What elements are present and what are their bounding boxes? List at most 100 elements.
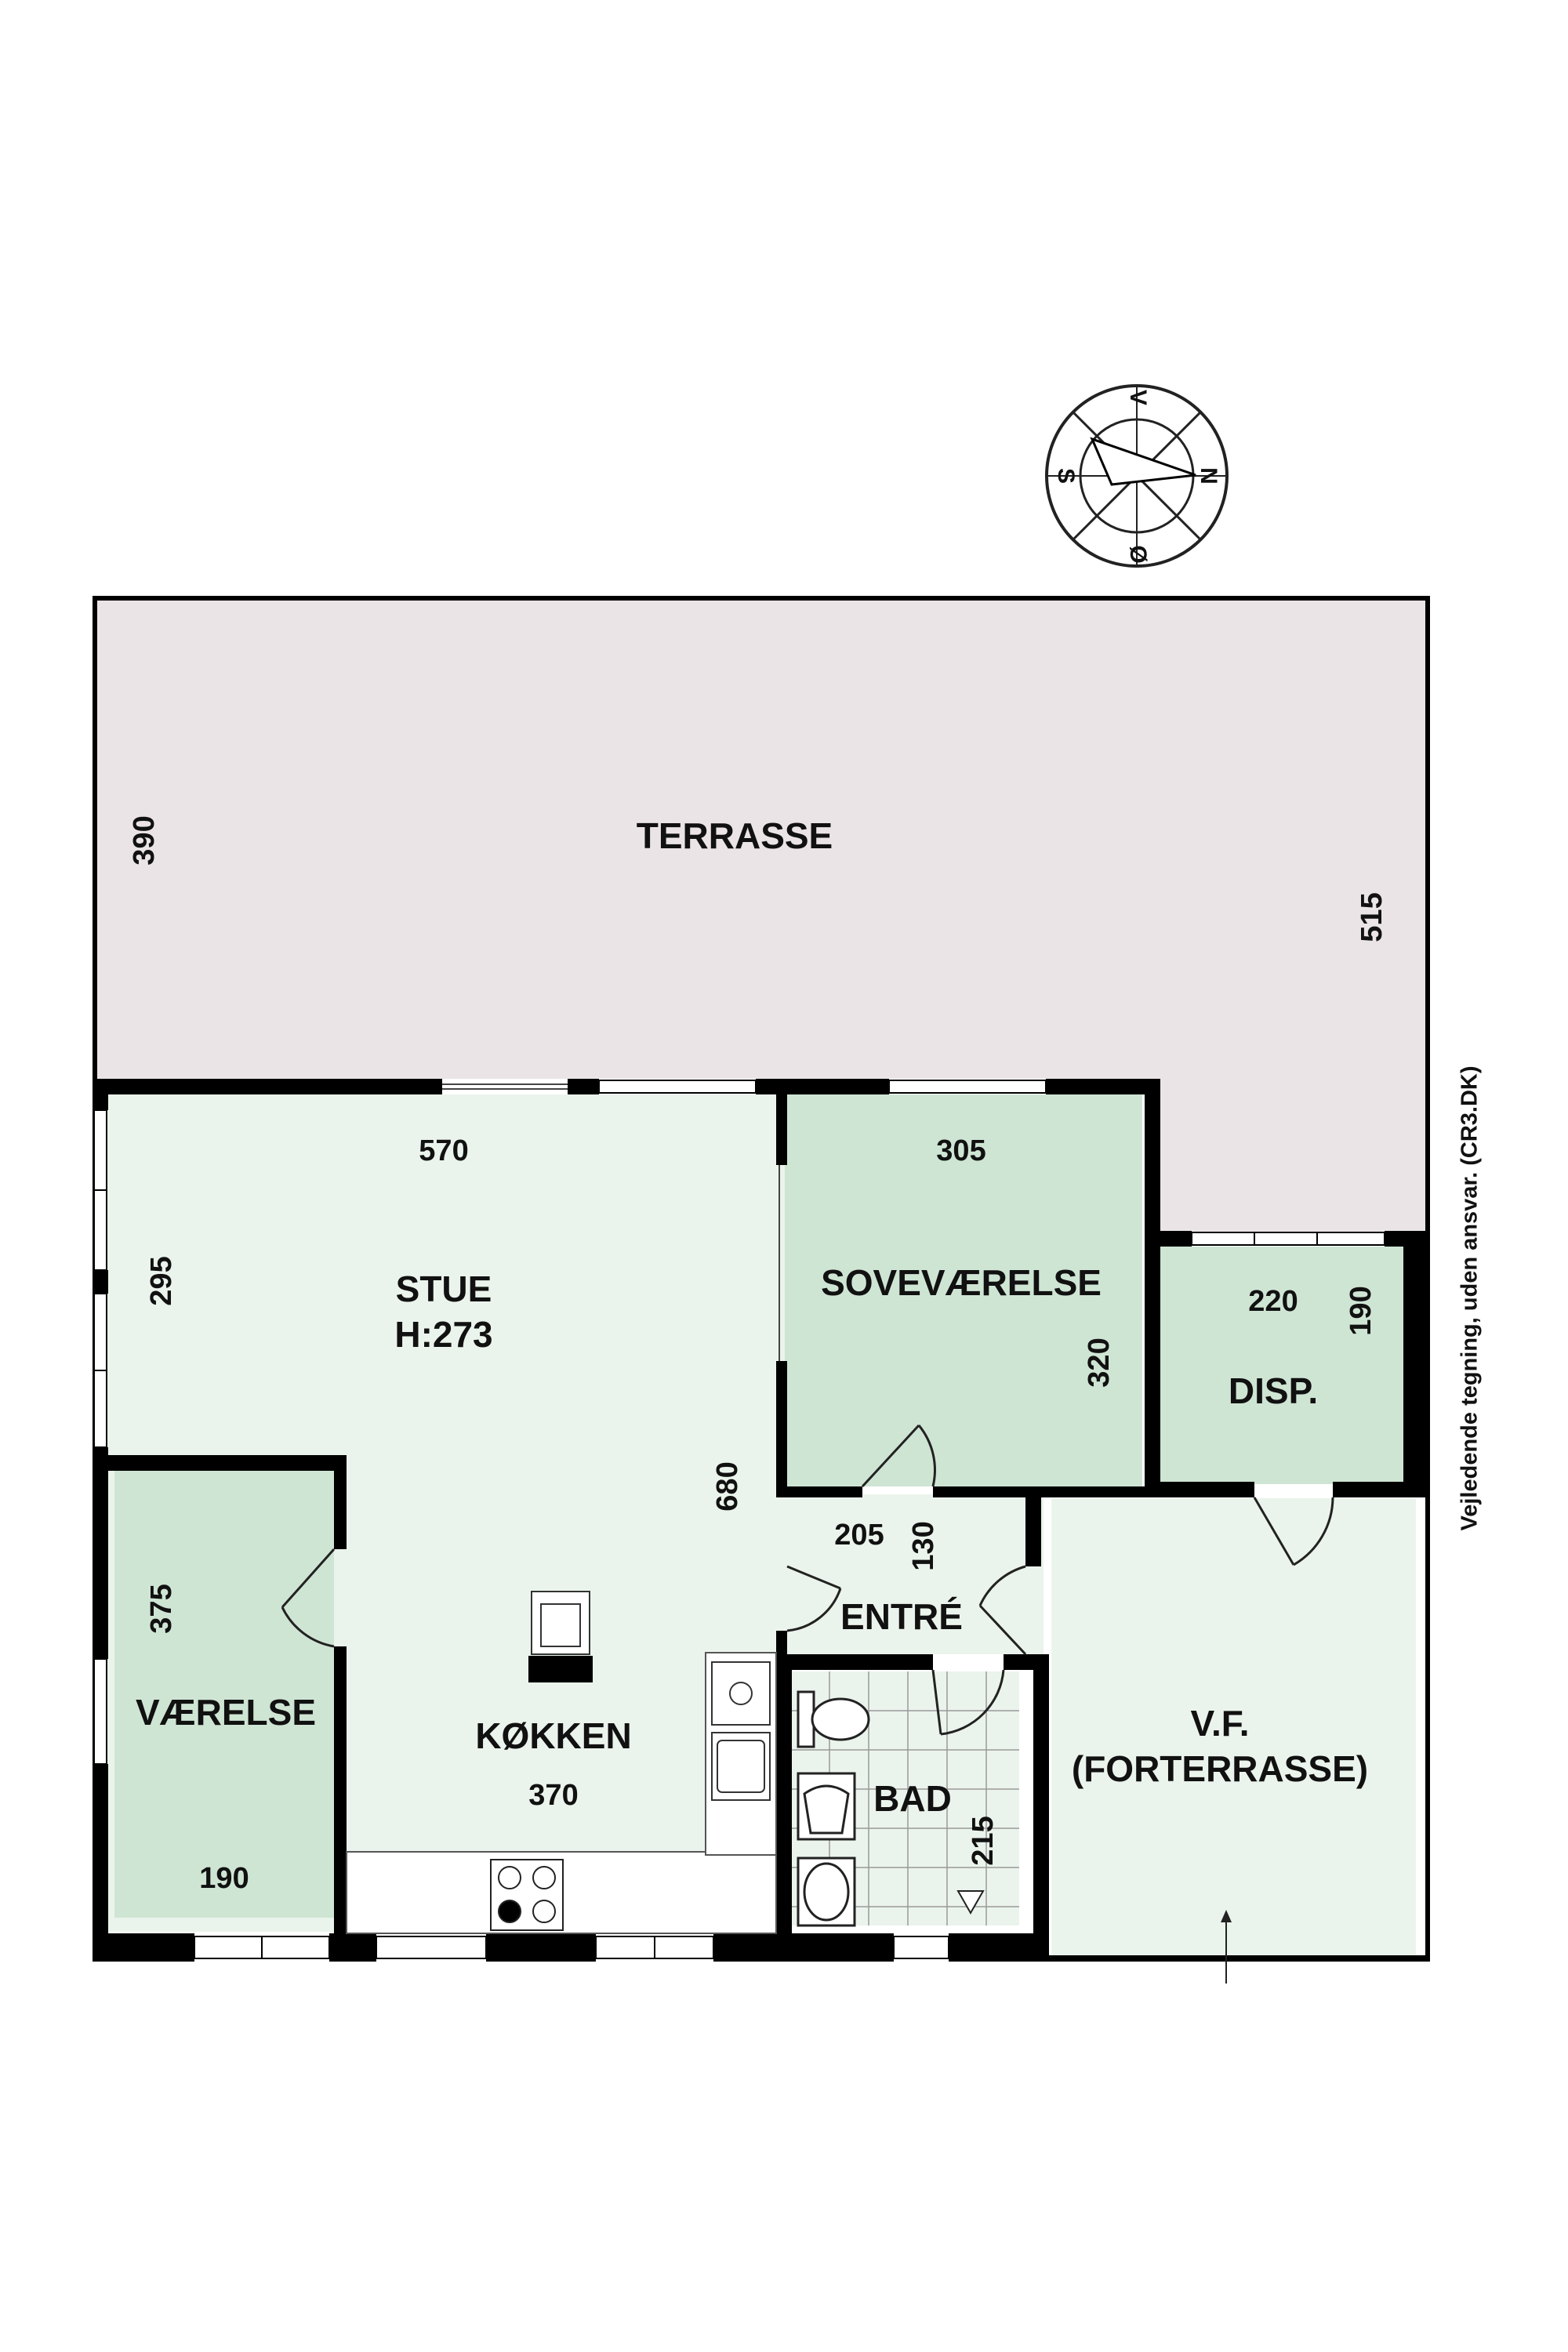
door-swing [940, 1669, 1005, 1736]
wall [334, 1455, 347, 1549]
entrance-dim-a: 205 [834, 1519, 884, 1552]
terrace-area [97, 601, 1425, 1079]
window [1191, 1232, 1385, 1246]
kitchen-island [528, 1591, 593, 1682]
compass-needle-light [1090, 437, 1196, 486]
bath-label: BAD [873, 1778, 952, 1819]
living-dim-b: 295 [145, 1256, 178, 1305]
porch-label: V.F. [1190, 1703, 1249, 1744]
storage-dim-b: 190 [1345, 1286, 1377, 1335]
terrace-area-right [1160, 1079, 1425, 1236]
storage-area [1152, 1247, 1403, 1484]
dishwasher [711, 1661, 771, 1726]
living-label: STUE [396, 1269, 492, 1309]
hob [532, 1900, 556, 1923]
window [893, 1936, 949, 1959]
small-room-dim-b: 190 [199, 1862, 249, 1895]
storage-dim-a: 220 [1248, 1285, 1298, 1318]
wall [756, 1079, 889, 1094]
compass-south: S [1053, 468, 1079, 484]
compass-east: Ø [1125, 545, 1151, 563]
wall [776, 1094, 787, 1165]
porch-label-sub: (FORTERRASSE) [1072, 1748, 1368, 1789]
terrace-label: TERRASSE [637, 815, 833, 856]
door-leaf [281, 1548, 336, 1608]
wall [1333, 1482, 1425, 1497]
door-leaf [861, 1424, 920, 1488]
wall [93, 1094, 108, 1110]
bedroom-area [785, 1094, 1142, 1486]
kitchen-dim-a: 370 [528, 1779, 578, 1812]
wall [568, 1079, 599, 1094]
wall [713, 1933, 894, 1962]
kitchen-label: KØKKEN [475, 1715, 631, 1756]
storage-label: DISP. [1229, 1370, 1318, 1411]
door-swing [917, 1425, 936, 1487]
compass-west: V [1125, 390, 1151, 405]
stove [490, 1859, 564, 1931]
wall [949, 1933, 1049, 1962]
window-mullions [94, 1189, 1318, 1958]
hob [498, 1900, 521, 1923]
hob [532, 1866, 556, 1889]
wall [93, 1270, 108, 1294]
kitchen-sink [711, 1732, 771, 1801]
walls [93, 596, 1430, 1962]
wall [93, 1764, 108, 1962]
bedroom-dim-b: 320 [1083, 1338, 1116, 1387]
entrance-dim-b: 130 [907, 1521, 940, 1570]
living-dim-c: 680 [711, 1461, 744, 1511]
wall [1160, 1231, 1192, 1247]
wall [1385, 1231, 1425, 1247]
entrance-label: ENTRÉ [840, 1596, 963, 1637]
living-height: H:273 [394, 1314, 492, 1355]
compass-north: N [1196, 467, 1221, 485]
washbasin [797, 1772, 856, 1841]
doors [281, 1424, 1334, 1736]
wall [776, 1654, 933, 1670]
wall [933, 1486, 1160, 1497]
wall [1160, 1482, 1254, 1497]
wall [1145, 1079, 1160, 1497]
door-leaf [931, 1669, 942, 1735]
living-dim-a: 570 [419, 1134, 468, 1167]
terrace-dim-a: 390 [128, 815, 161, 865]
wall [334, 1646, 347, 1962]
door-swing [978, 1565, 1026, 1606]
door-leaf [1253, 1497, 1295, 1566]
wall [93, 596, 1430, 601]
wall [1049, 1955, 1430, 1962]
wall [329, 1933, 376, 1962]
shower-drain [956, 1890, 985, 1915]
sliding-door [442, 1083, 780, 1361]
compass: N S Ø V [1045, 384, 1229, 568]
bath-dim-a: 215 [967, 1816, 1000, 1865]
wall [776, 1662, 792, 1962]
window [93, 1658, 107, 1765]
small-room-dim-a: 375 [145, 1584, 178, 1633]
wall [1025, 1494, 1041, 1566]
window [598, 1080, 757, 1094]
wall [1425, 596, 1430, 1960]
hob [498, 1866, 521, 1889]
room-labels: TERRASSE 390 515 570 295 STUE H:273 680 … [128, 815, 1388, 1895]
wall [97, 1079, 442, 1094]
wall [776, 1486, 862, 1497]
entry-arrow [1221, 1910, 1232, 1984]
wall [776, 1361, 787, 1494]
door-swing [281, 1606, 335, 1648]
wall [97, 1455, 345, 1471]
wall [1046, 1079, 1160, 1094]
toilet [797, 1690, 870, 1748]
bedroom-dim-a: 305 [936, 1134, 985, 1167]
terrace-dim-b: 515 [1356, 892, 1388, 942]
wall [93, 1933, 194, 1962]
door-leaf [786, 1565, 841, 1590]
wall [1004, 1654, 1049, 1670]
wall [486, 1933, 596, 1962]
door-leaf [978, 1604, 1027, 1656]
wall [1403, 1247, 1425, 1497]
floor-fills [97, 601, 1425, 1955]
window [888, 1080, 1047, 1094]
